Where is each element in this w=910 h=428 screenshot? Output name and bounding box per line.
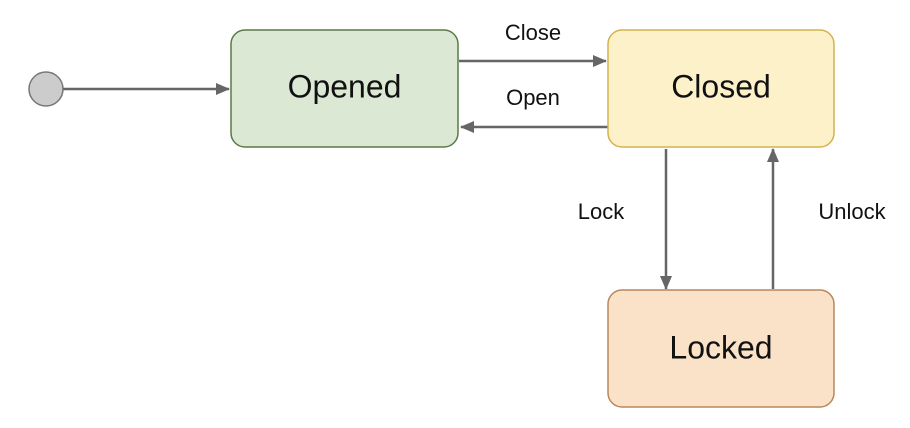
state-closed-box: [607, 29, 835, 148]
state-locked-box: [607, 289, 835, 408]
state-opened-box: [230, 29, 459, 148]
close-transition-label: Close: [505, 20, 561, 45]
state-locked-label: Locked: [669, 329, 772, 365]
initial-state-node: [28, 71, 64, 107]
state-closed: Closed: [607, 29, 835, 148]
state-locked: Locked: [607, 289, 835, 408]
unlock-transition-label: Unlock: [818, 199, 886, 224]
state-opened: Opened: [230, 29, 459, 148]
state-closed-label: Closed: [671, 68, 771, 104]
open-transition-label: Open: [506, 85, 560, 110]
state-opened-label: Opened: [288, 68, 402, 104]
lock-transition-label: Lock: [578, 199, 625, 224]
